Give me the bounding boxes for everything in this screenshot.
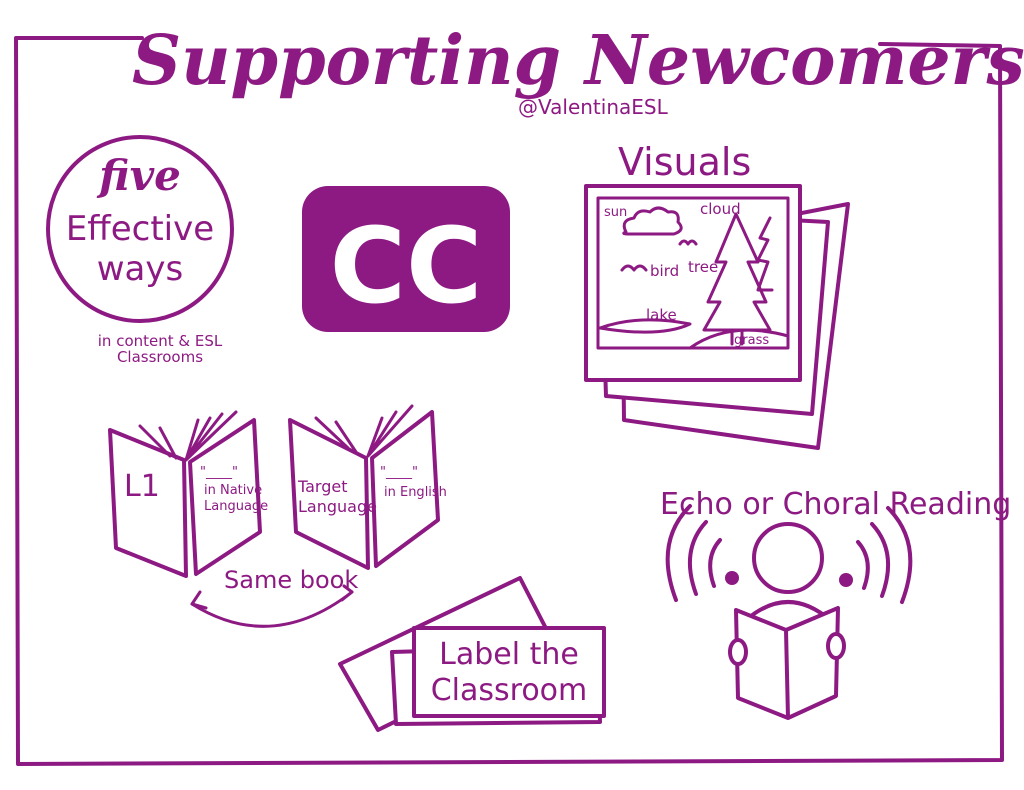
- five-ways-caption-line1: in content & ESL: [98, 332, 223, 350]
- echo-heading: Echo or Choral Reading: [660, 487, 1011, 522]
- reader-right-hand: [826, 632, 846, 660]
- label-tree: tree: [688, 258, 718, 276]
- lake-icon: [598, 318, 692, 334]
- label-grass: grass: [734, 333, 769, 348]
- five-ways-badge: five Effective ways in content & ESL Cla…: [46, 135, 234, 366]
- label-lake: lake: [646, 306, 677, 324]
- label-classroom-line2: Classroom: [431, 673, 588, 708]
- five-ways-line3: ways: [97, 249, 183, 289]
- hill-icon: [688, 328, 790, 350]
- right-book-page-label-line1: Target: [297, 477, 348, 496]
- reader-head: [752, 522, 824, 594]
- page-title: Supporting Newcomers: [132, 21, 1024, 101]
- five-ways-line1: five: [96, 151, 181, 200]
- left-book-blank: "____": [200, 465, 238, 480]
- bird-icon-2: [678, 239, 698, 246]
- bird-icon: [620, 264, 648, 272]
- label-cloud: cloud: [700, 200, 741, 218]
- same-book-arrowhead-right: [340, 584, 354, 602]
- left-book-page-edges: [138, 410, 238, 462]
- five-ways-line2: Effective: [66, 209, 214, 249]
- same-book-arrow: [190, 590, 354, 628]
- label-sun: sun: [604, 205, 627, 220]
- cc-badge-label: CC: [330, 205, 483, 327]
- right-book-blank: "____": [380, 465, 418, 480]
- reader-left-hand: [728, 638, 748, 666]
- cloud-icon: [622, 206, 683, 236]
- five-ways-circle: [46, 135, 234, 323]
- label-bird: bird: [650, 262, 679, 280]
- left-book-note-line2: Language: [204, 499, 268, 514]
- same-book-arrowhead-left: [190, 590, 208, 610]
- author-handle: @ValentinaESL: [518, 95, 669, 119]
- five-ways-caption-line2: Classrooms: [117, 348, 203, 366]
- label-classroom-line1: Label the: [439, 637, 579, 672]
- label-card-front: [412, 626, 606, 718]
- right-book-left-page: [288, 418, 370, 570]
- reader-book-icon: [734, 606, 840, 720]
- right-book-page-label-line2: Language: [298, 497, 377, 516]
- label-classroom-section: Label the Classroom: [338, 576, 606, 732]
- left-book-note-line1: in Native: [204, 483, 262, 498]
- visuals-heading: Visuals: [618, 140, 751, 184]
- sound-waves-left-icon: [665, 504, 739, 602]
- photo-inner-frame: [596, 196, 790, 350]
- left-book-left-page: [108, 428, 188, 578]
- cc-badge-background: [302, 186, 510, 332]
- left-book-page-label: L1: [124, 469, 160, 504]
- left-book-right-page: [188, 418, 262, 576]
- sound-waves-right-icon: [839, 506, 913, 604]
- right-book-right-page: [370, 410, 440, 568]
- visuals-section: Visuals sun cloud bird tree lake grass: [584, 140, 850, 450]
- same-book-section: L1 "____" in Native Language Target Lang…: [108, 404, 447, 628]
- pine-tree-outline-icon: [756, 216, 774, 292]
- same-book-label: Same book: [224, 566, 358, 594]
- echo-reading-section: Echo or Choral Reading: [660, 487, 1011, 720]
- right-book-page-edges: [314, 404, 414, 458]
- page-border: [14, 36, 1004, 766]
- closed-captions-icon: CC: [302, 186, 510, 332]
- right-book-note: in English: [384, 485, 447, 500]
